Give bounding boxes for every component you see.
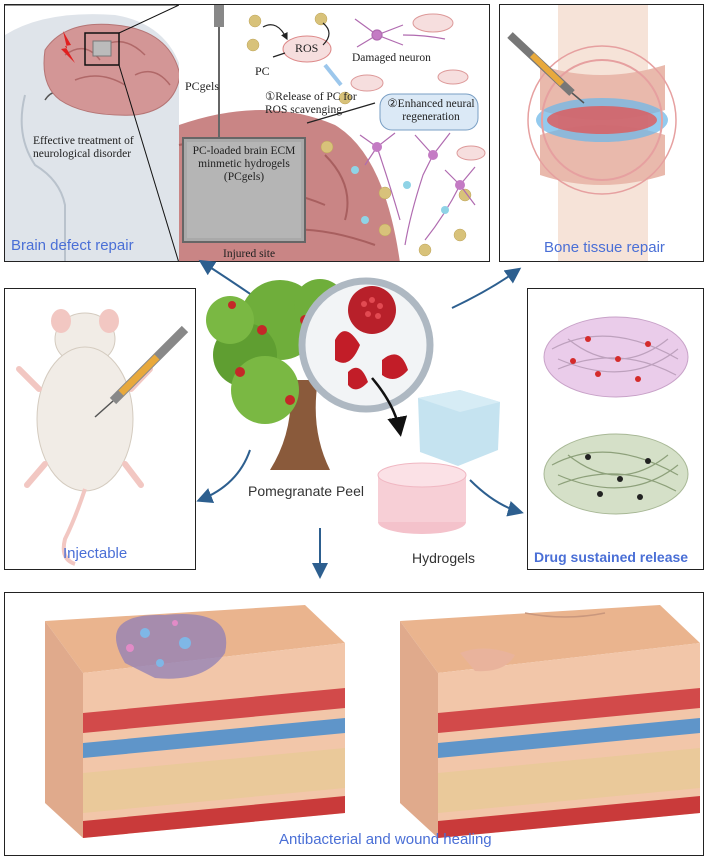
drug-release-panel: Drug sustained release — [527, 288, 704, 570]
tree-icon — [206, 279, 346, 470]
bone-caption: Bone tissue repair — [544, 239, 665, 256]
pcgel-box-label: PC-loaded brain ECM minmetic hydrogels (… — [192, 145, 296, 184]
brain-illustration — [5, 5, 489, 261]
drug-caption: Drug sustained release — [534, 549, 689, 565]
wound-illustration — [45, 605, 700, 838]
brain-defect-panel: Effective treatment of neurological diso… — [4, 4, 490, 262]
wound-healing-panel: Antibacterial and wound healing — [4, 592, 704, 856]
pomegranate-label: Pomegranate Peel — [248, 483, 364, 499]
pomegranate-icon — [335, 286, 408, 390]
syringe-icon — [94, 325, 189, 418]
injured-site-label: Injured site — [223, 248, 276, 260]
magnifier-icon — [298, 277, 434, 413]
syringe-icon — [214, 5, 224, 137]
bone-tissue-panel: Bone tissue repair — [499, 4, 704, 262]
arrow-injectable — [196, 449, 251, 504]
step1-label: ①Release of PC for ROS scavenging — [265, 91, 357, 117]
syringe-icon — [507, 32, 585, 104]
injectable-panel: Injectable — [4, 288, 196, 570]
effective-treatment-label: Effective treatment of neurological diso… — [33, 135, 134, 161]
wound-caption: Antibacterial and wound healing — [279, 831, 492, 848]
brain-caption: Brain defect repair — [11, 237, 134, 254]
rat-icon — [16, 309, 189, 566]
arrow-bone — [451, 267, 522, 309]
step2-label: ②Enhanced neural regeneration — [387, 98, 475, 124]
pcgels-label: PCgels — [185, 79, 220, 93]
pc-label: PC — [255, 64, 270, 78]
ros-label: ROS — [295, 41, 319, 55]
injectable-caption: Injectable — [63, 545, 128, 562]
drug-illustration — [543, 316, 689, 515]
bone-illustration — [507, 5, 677, 261]
neuron-icon — [354, 18, 446, 48]
arrow-brain — [198, 259, 263, 303]
hydrogels-label: Hydrogels — [412, 550, 476, 566]
damaged-neuron-label: Damaged neuron — [352, 52, 431, 64]
arrow-drug — [469, 479, 524, 517]
